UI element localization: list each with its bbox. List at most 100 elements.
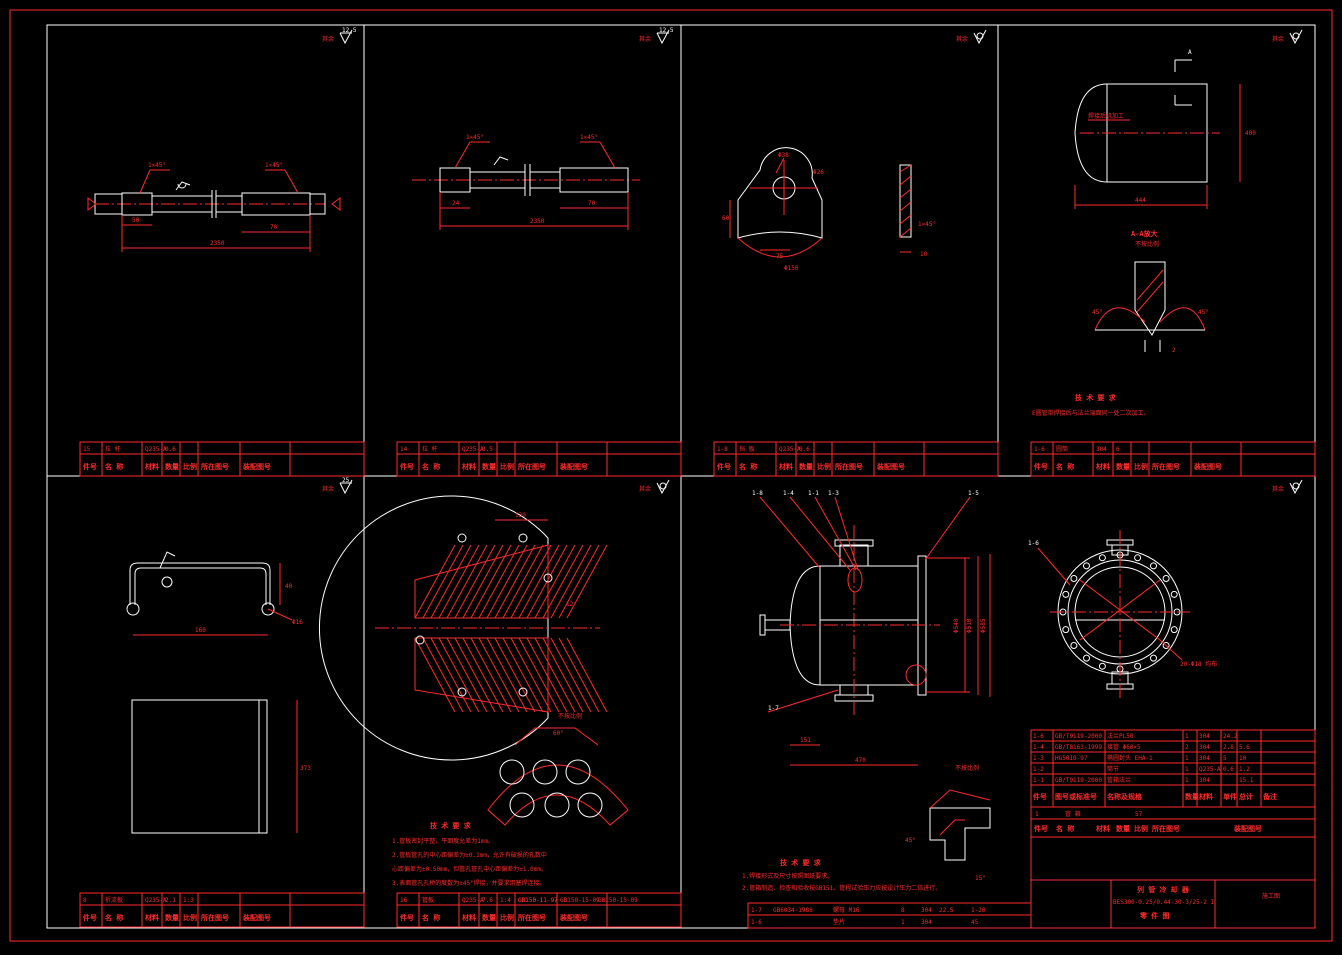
- svg-text:其余: 其余: [1272, 35, 1284, 43]
- svg-text:其余: 其余: [956, 35, 968, 43]
- bom-header-cell: 备注: [1262, 792, 1277, 801]
- title-block-cell: 1-8: [717, 446, 728, 453]
- bolt-hole: [1098, 662, 1106, 670]
- bottom-row-cell: 1-7: [751, 907, 762, 914]
- bolt-hole: [1098, 554, 1106, 562]
- bom-header-cell: 图号或标准号: [1055, 792, 1097, 801]
- dim-phi585: Φ585: [980, 618, 987, 633]
- hatch-line: [566, 544, 608, 619]
- dim-phi16: Φ16: [292, 619, 303, 626]
- dim-phi150: Φ150: [784, 265, 799, 272]
- hatch-line: [494, 544, 536, 619]
- main-header-cell: 件号: [1034, 824, 1048, 833]
- bottom-row-cell: 1-6: [751, 919, 762, 926]
- title-block-header: 件号: [83, 913, 97, 922]
- bom-cell: GB/T9119-2000: [1055, 733, 1102, 740]
- roughness-mark-3: 其余: [956, 29, 987, 45]
- dim-12: 12: [566, 601, 574, 608]
- main-row-cell: 管 箱: [1065, 810, 1081, 818]
- title-block-header: 比例: [183, 913, 197, 922]
- drawing-title: 列 管 冷 却 器: [1137, 885, 1190, 894]
- dim-10: 10: [920, 251, 928, 258]
- bottom-row-cell: 45: [971, 919, 979, 926]
- bolt-hole: [1150, 562, 1158, 570]
- callout-1-4: 1-4: [783, 490, 794, 497]
- title-block-header: 材料: [461, 913, 476, 922]
- detail-title-6: 不按比例: [558, 712, 582, 720]
- svg-text:12.5: 12.5: [342, 27, 357, 34]
- bolt-hole: [1070, 574, 1078, 582]
- tech-line-6-3: 心距偏差为±0.50mm，但管孔管孔中心距偏差为±1.0mm。: [392, 865, 547, 873]
- title-block-header: 数量: [1116, 462, 1130, 471]
- title-block-cell: 0.6: [799, 446, 810, 453]
- bom-cell: 304: [1199, 733, 1210, 740]
- hatch-line: [478, 637, 520, 713]
- svg-text:其余: 其余: [639, 485, 651, 493]
- roughness-mark-1: 其余 12.5: [322, 27, 357, 45]
- svg-text:其余: 其余: [639, 35, 651, 43]
- bom-cell: 24.2: [1223, 733, 1238, 740]
- callout-1-6: 1-6: [1028, 540, 1039, 547]
- bom-cell: 304: [1199, 777, 1210, 784]
- title-block-header: 比例: [500, 462, 514, 471]
- panel-4-shell: 444 400 A 焊接后机加工 A-A放大 不按比例 45° 45° 2 技 …: [1032, 49, 1256, 417]
- title-block-cell: GB150-11-97: [518, 897, 558, 904]
- dim-2350-b: 2350: [530, 218, 545, 225]
- tech-title-6: 技 术 要 求: [430, 821, 472, 830]
- panel-1-tie-rod: 1×45° 1×45° 50 70 2350: [87, 162, 341, 252]
- hatch-line: [494, 637, 536, 713]
- bottom-row-cell: 22.5: [939, 907, 954, 914]
- holes-label: 20-Φ18 均布: [1180, 660, 1217, 668]
- dim-phi38: Φ38: [778, 152, 789, 159]
- hatch-line: [414, 637, 456, 713]
- title-block-cell: 15: [83, 446, 91, 453]
- title-block-header: 装配图号: [242, 462, 271, 471]
- section-label-a: A: [1188, 49, 1192, 56]
- bom-cell: 1: [1185, 733, 1189, 740]
- title-block-header: 名 称: [739, 462, 757, 471]
- title-block-header: 数量: [799, 462, 813, 471]
- main-header-cell: 装配图号: [1233, 824, 1262, 833]
- hatch-line: [510, 637, 552, 713]
- svg-text:其余: 其余: [322, 35, 334, 43]
- title-block-header: 材料: [461, 462, 476, 471]
- bolt-hole: [1082, 562, 1090, 570]
- tech-line-7-1: 1.焊接形式及尺寸按照图纸要求。: [742, 872, 833, 880]
- chamfer-left-label-2: 1×45°: [466, 134, 484, 141]
- title-block-header: 所在图号: [1152, 462, 1180, 471]
- bom-cell: GB/T8163-1999: [1055, 744, 1102, 751]
- title-block-cell: GB150-11-97: [518, 897, 558, 904]
- bottom-row-cell: 垫片: [833, 918, 845, 926]
- title-block-header: 名 称: [105, 913, 123, 922]
- roughness-mark-6: 其余: [639, 479, 670, 495]
- title-block-header: 装配图号: [876, 462, 905, 471]
- title-block-cell: 折流板: [105, 896, 123, 904]
- hatch-line: [526, 637, 568, 713]
- bolt-hole: [1062, 590, 1070, 598]
- title-block-header: 件号: [1034, 462, 1048, 471]
- bottom-row-cell: 1-20: [971, 907, 986, 914]
- tech-line-6-1: 1.管板密封平整，平面度允差为1mm。: [392, 837, 494, 845]
- bolt-hole: [1134, 554, 1142, 562]
- hatch-line: [462, 544, 504, 619]
- chamfer-left-label: 1×45°: [148, 162, 166, 169]
- title-block-header: 所在图号: [835, 462, 863, 471]
- title-block-header: 比例: [1134, 462, 1148, 471]
- bolt-hole: [1162, 574, 1170, 582]
- section-subtitle: 不按比例: [1135, 240, 1159, 248]
- gap-dim: 2: [1172, 347, 1176, 354]
- angle-left: 45°: [1092, 309, 1103, 316]
- outer-frame: [9, 9, 1333, 942]
- bolt-hole: [1062, 626, 1070, 634]
- title-block-header: 名 称: [422, 913, 440, 922]
- bom-cell: 筒节: [1107, 765, 1119, 773]
- title-block-header: 数量: [165, 462, 179, 471]
- hatch-line: [478, 544, 520, 619]
- bolt-hole: [1082, 654, 1090, 662]
- bom-cell: 2.8: [1223, 744, 1234, 751]
- title-block-header: 所在图号: [201, 462, 229, 471]
- main-header-cell: 数量: [1116, 824, 1130, 833]
